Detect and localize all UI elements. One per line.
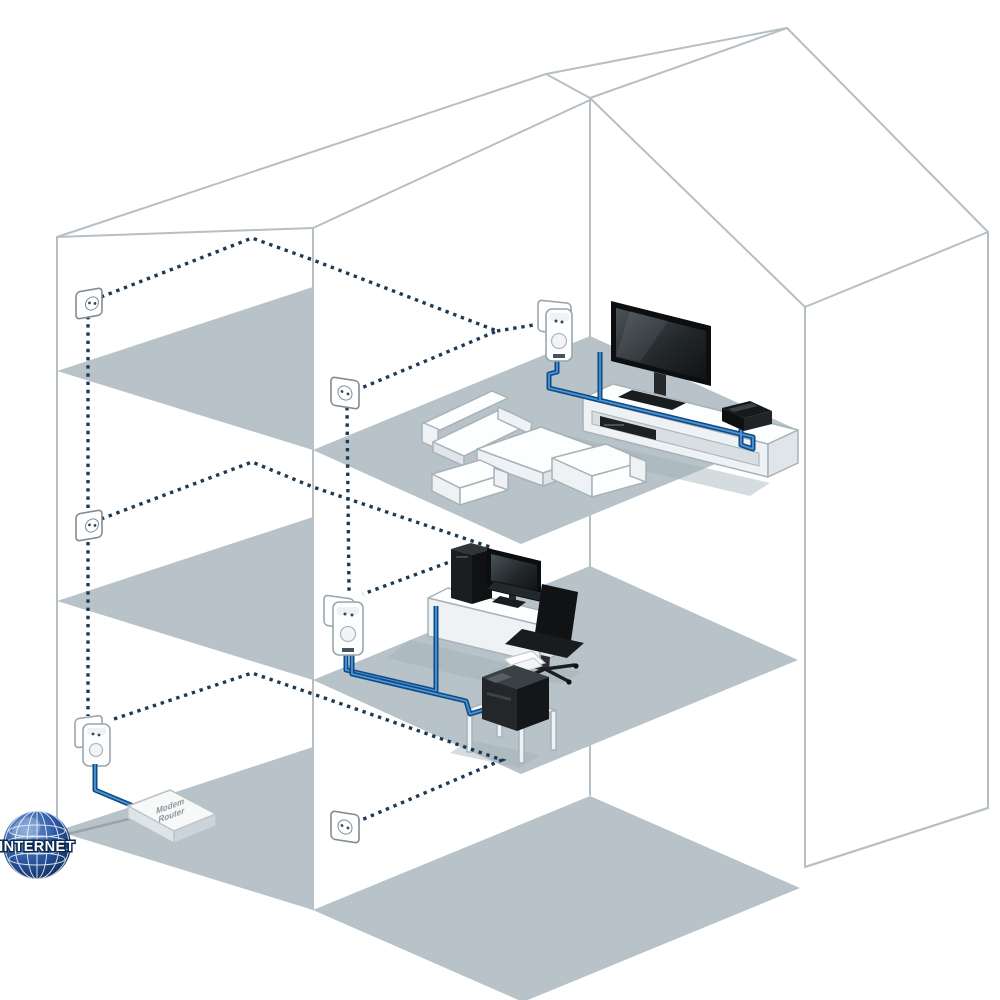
powerline-adapter-tv <box>537 299 573 362</box>
printer-output-slot <box>487 692 511 701</box>
middle-floor-slab-left <box>57 517 313 680</box>
wall-outlet-top-right-wall <box>330 376 360 410</box>
printer <box>482 650 549 731</box>
printer-front <box>482 677 517 731</box>
wall-outlet-top-left <box>75 287 103 320</box>
ethernet-cable-modem <box>92 764 139 811</box>
chair-back <box>535 584 578 641</box>
powerline-network <box>86 236 541 823</box>
ground-floor-slab-right <box>313 796 800 1000</box>
keyboard <box>486 580 547 602</box>
office-room <box>100 406 584 768</box>
right-wall-bottom-edge <box>804 807 989 868</box>
middle-floor-slab-right <box>313 566 798 774</box>
tv-base <box>618 390 686 410</box>
sofa <box>421 390 533 467</box>
tv-screen-sheen <box>616 311 668 362</box>
powerline-adapter-ground <box>74 714 111 767</box>
dvd-player-front-detail <box>604 424 624 426</box>
powerline-dotted-wall-drop <box>345 406 351 592</box>
game-console <box>722 401 772 431</box>
tv <box>611 301 711 410</box>
internet-uplink-line <box>67 816 134 836</box>
internet-label: INTERNET <box>0 839 75 855</box>
gable-roof-edge <box>589 97 806 308</box>
globe-grid <box>3 811 71 879</box>
globe-highlight <box>11 817 41 841</box>
printer-side <box>517 677 549 731</box>
internet-globe: INTERNET <box>0 811 76 879</box>
armchair-left <box>431 459 509 506</box>
roof-ridge-line <box>545 27 788 99</box>
modem-router: Modem Router <box>126 789 218 845</box>
printer-panel <box>486 673 512 683</box>
chair-seat <box>505 629 584 658</box>
ground-floor-equipment: Modem Router INTERNET <box>0 764 218 879</box>
powerline-adapters <box>74 299 573 767</box>
wall-outlets <box>75 287 360 844</box>
powerline-dotted-top-adapter-stub <box>496 322 541 333</box>
powerline-dotted-top-run <box>100 236 502 391</box>
wall-outlet-ground <box>330 810 360 844</box>
ethernet-cable-top-floor <box>546 352 756 452</box>
top-floor-slab-left <box>57 287 313 450</box>
powerline-dotted-middle-run <box>100 460 496 596</box>
wall-outlet-middle-left <box>75 509 103 542</box>
tv-neck <box>654 372 666 396</box>
right-exterior-wall <box>804 231 989 868</box>
living-room <box>421 301 799 506</box>
tv-screen <box>616 308 706 380</box>
ethernet-cable-office <box>343 606 494 717</box>
dvd-player <box>600 416 656 440</box>
armchair-right <box>551 443 647 498</box>
floor-slabs <box>57 287 800 1000</box>
left-eaves-line <box>56 99 591 238</box>
pc-tower <box>451 543 492 604</box>
monitor-stand-base <box>492 596 526 608</box>
powerline-adapter-office <box>323 594 364 656</box>
powerline-dotted-ground-run <box>113 671 507 823</box>
printer-top <box>482 665 549 689</box>
